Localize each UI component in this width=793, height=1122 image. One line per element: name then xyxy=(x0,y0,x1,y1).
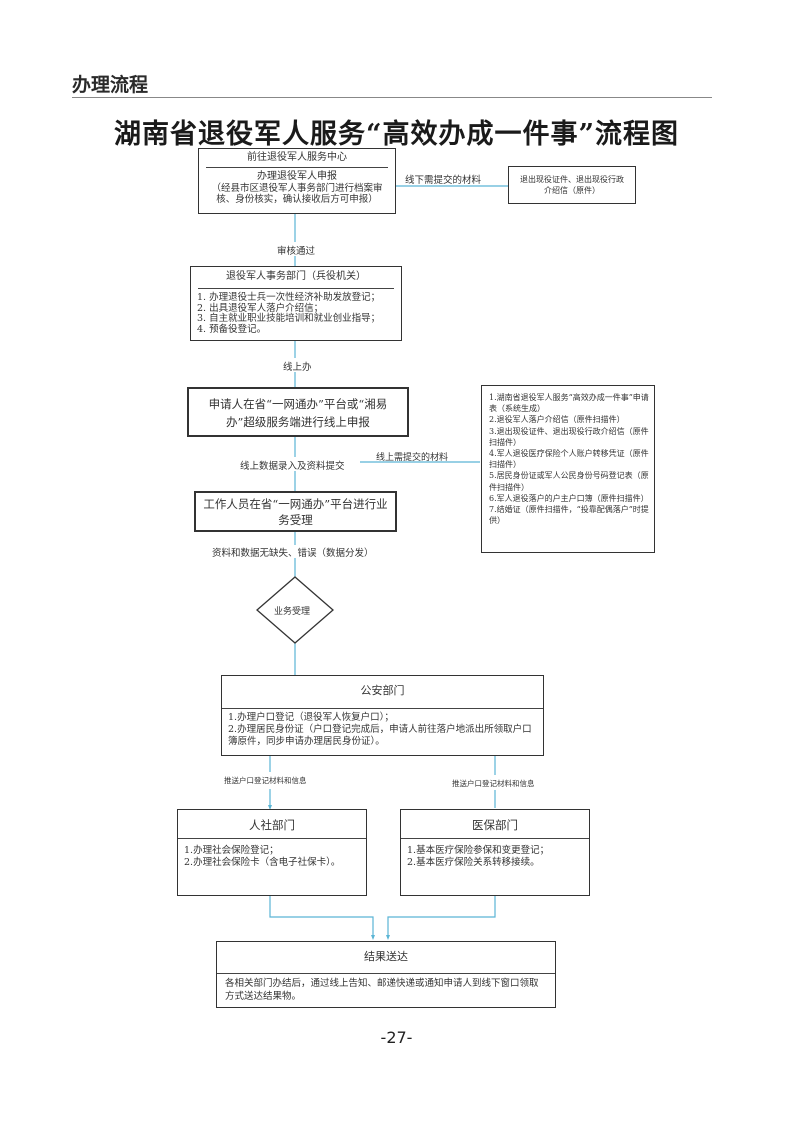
review-pass-label: 审核通过 xyxy=(277,246,316,257)
police-header: 公安部门 xyxy=(360,684,405,697)
hr-social-item: 2.办理社会保险卡（含电子社保卡）。 xyxy=(184,857,341,868)
online-material-item: 7.结婚证（原件扫描件，“投靠配偶落户”时提供） xyxy=(489,505,649,526)
medical-item: 1.基本医疗保险参保和变更登记； xyxy=(407,845,550,856)
divider xyxy=(217,973,555,974)
flowchart-title: 湖南省退役军人服务“高效办成一件事”流程图 xyxy=(113,119,680,150)
veterans-dept-header: 退役军人事务部门（兵役机关） xyxy=(226,271,366,282)
online-material-item: 2.退役军人落户介绍信（原件扫描件） xyxy=(489,415,625,425)
online-handle-label: 线上办 xyxy=(283,362,312,373)
medical-box: 医保部门 1.基本医疗保险参保和变更登记； 2.基本医疗保险关系转移接续。 xyxy=(400,809,590,896)
connector xyxy=(387,896,496,938)
staff-accept-box: 工作人员在省“一网通办”平台进行业务受理 xyxy=(194,491,397,532)
divider xyxy=(222,708,543,709)
online-material-item: 5.居民身份证或军人公民身份号码登记表（原件扫描件） xyxy=(489,471,649,492)
police-item: 1.办理户口登记（退役军人恢复户口）； xyxy=(228,712,394,723)
online-material-item: 6.军人退役落户的户主户口簿（原件扫描件） xyxy=(489,493,649,503)
veterans-dept-item: 1. 办理退役士兵一次性经济补助发放登记； xyxy=(197,292,381,303)
medical-header: 医保部门 xyxy=(472,818,518,832)
decision-label: 业务受理 xyxy=(274,607,311,617)
decision-diamond xyxy=(256,576,334,644)
online-material-item: 4.军人退役医疗保险个人账户转移凭证（原件扫描件） xyxy=(489,449,649,470)
arrowhead xyxy=(386,935,390,940)
hr-social-box: 人社部门 1.办理社会保险登记； 2.办理社会保险卡（含电子社保卡）。 xyxy=(177,809,367,896)
online-materials-box: 1.湖南省退役军人服务“高效办成一件事”申请表（系统生成） 2.退役军人落户介绍… xyxy=(481,385,655,553)
veterans-dept-box: 退役军人事务部门（兵役机关） 1. 办理退役士兵一次性经济补助发放登记； 2. … xyxy=(190,266,402,341)
online-material-item: 3.退出现役证件、退出现役行政介绍信（原件扫描件） xyxy=(489,426,649,447)
divider xyxy=(206,167,388,168)
delivery-header: 结果送达 xyxy=(364,950,408,963)
divider xyxy=(198,288,394,289)
delivery-text: 各相关部门办结后，通过线上告知、邮递快递或通知申请人到线下窗口领取方式送达结果物… xyxy=(225,978,539,1002)
staff-accept-text: 工作人员在省“一网通办”平台进行业务受理 xyxy=(203,497,388,527)
online-apply-text: 申请人在省“一网通办”平台或“湘易办”超级服务端进行线上申报 xyxy=(208,397,388,429)
service-center-detail: （经县市区退役军人事务部门进行档案审核、身份核实，确认接收后方可申报） xyxy=(211,183,383,205)
delivery-box: 结果送达 各相关部门办结后，通过线上告知、邮递快递或通知申请人到线下窗口领取方式… xyxy=(216,941,556,1008)
online-materials-label: 线上需提交的材料 xyxy=(376,453,449,463)
data-entry-label: 线上数据录入及资料提交 xyxy=(240,461,345,472)
divider xyxy=(178,838,366,839)
push-right-label: 推送户口登记材料和信息 xyxy=(452,779,535,788)
offline-materials-box: 退出现役证件、退出现役行政介绍信（原件） xyxy=(508,166,636,204)
veterans-dept-item: 3. 自主就业职业技能培训和就业创业指导； xyxy=(197,313,381,324)
no-errors-label: 资料和数据无缺失、错误（数据分发） xyxy=(212,548,374,559)
hr-social-item: 1.办理社会保险登记； xyxy=(184,845,279,856)
veterans-dept-item: 4. 预备役登记。 xyxy=(197,323,267,335)
arrowhead xyxy=(371,935,375,940)
divider xyxy=(401,838,589,839)
offline-materials-text: 退出现役证件、退出现役行政介绍信（原件） xyxy=(520,175,624,195)
connector xyxy=(269,896,374,938)
police-item: 2.办理居民身份证（户口登记完成后，申请人前往落户地派出所领取户口簿原件，同步申… xyxy=(228,724,532,747)
online-apply-box: 申请人在省“一网通办”平台或“湘易办”超级服务端进行线上申报 xyxy=(187,387,409,437)
service-center-header: 前往退役军人服务中心 xyxy=(247,152,347,163)
push-left-label: 推送户口登记材料和信息 xyxy=(224,776,307,785)
medical-item: 2.基本医疗保险关系转移接续。 xyxy=(407,857,540,868)
police-box: 公安部门 1.办理户口登记（退役军人恢复户口）； 2.办理居民身份证（户口登记完… xyxy=(221,675,544,756)
service-center-box: 前往退役军人服务中心 办理退役军人申报 （经县市区退役军人事务部门进行档案审核、… xyxy=(198,148,396,214)
hr-social-header: 人社部门 xyxy=(249,818,295,832)
online-material-item: 1.湖南省退役军人服务“高效办成一件事”申请表（系统生成） xyxy=(489,393,649,414)
offline-materials-label: 线下需提交的材料 xyxy=(405,175,482,186)
page-number: -27- xyxy=(380,1028,413,1047)
service-center-title: 办理退役军人申报 xyxy=(257,171,337,182)
veterans-dept-item: 2. 出具退役军人落户介绍信； xyxy=(197,302,324,314)
arrowhead xyxy=(268,805,272,810)
section-divider xyxy=(72,97,712,98)
section-title: 办理流程 xyxy=(72,74,149,96)
